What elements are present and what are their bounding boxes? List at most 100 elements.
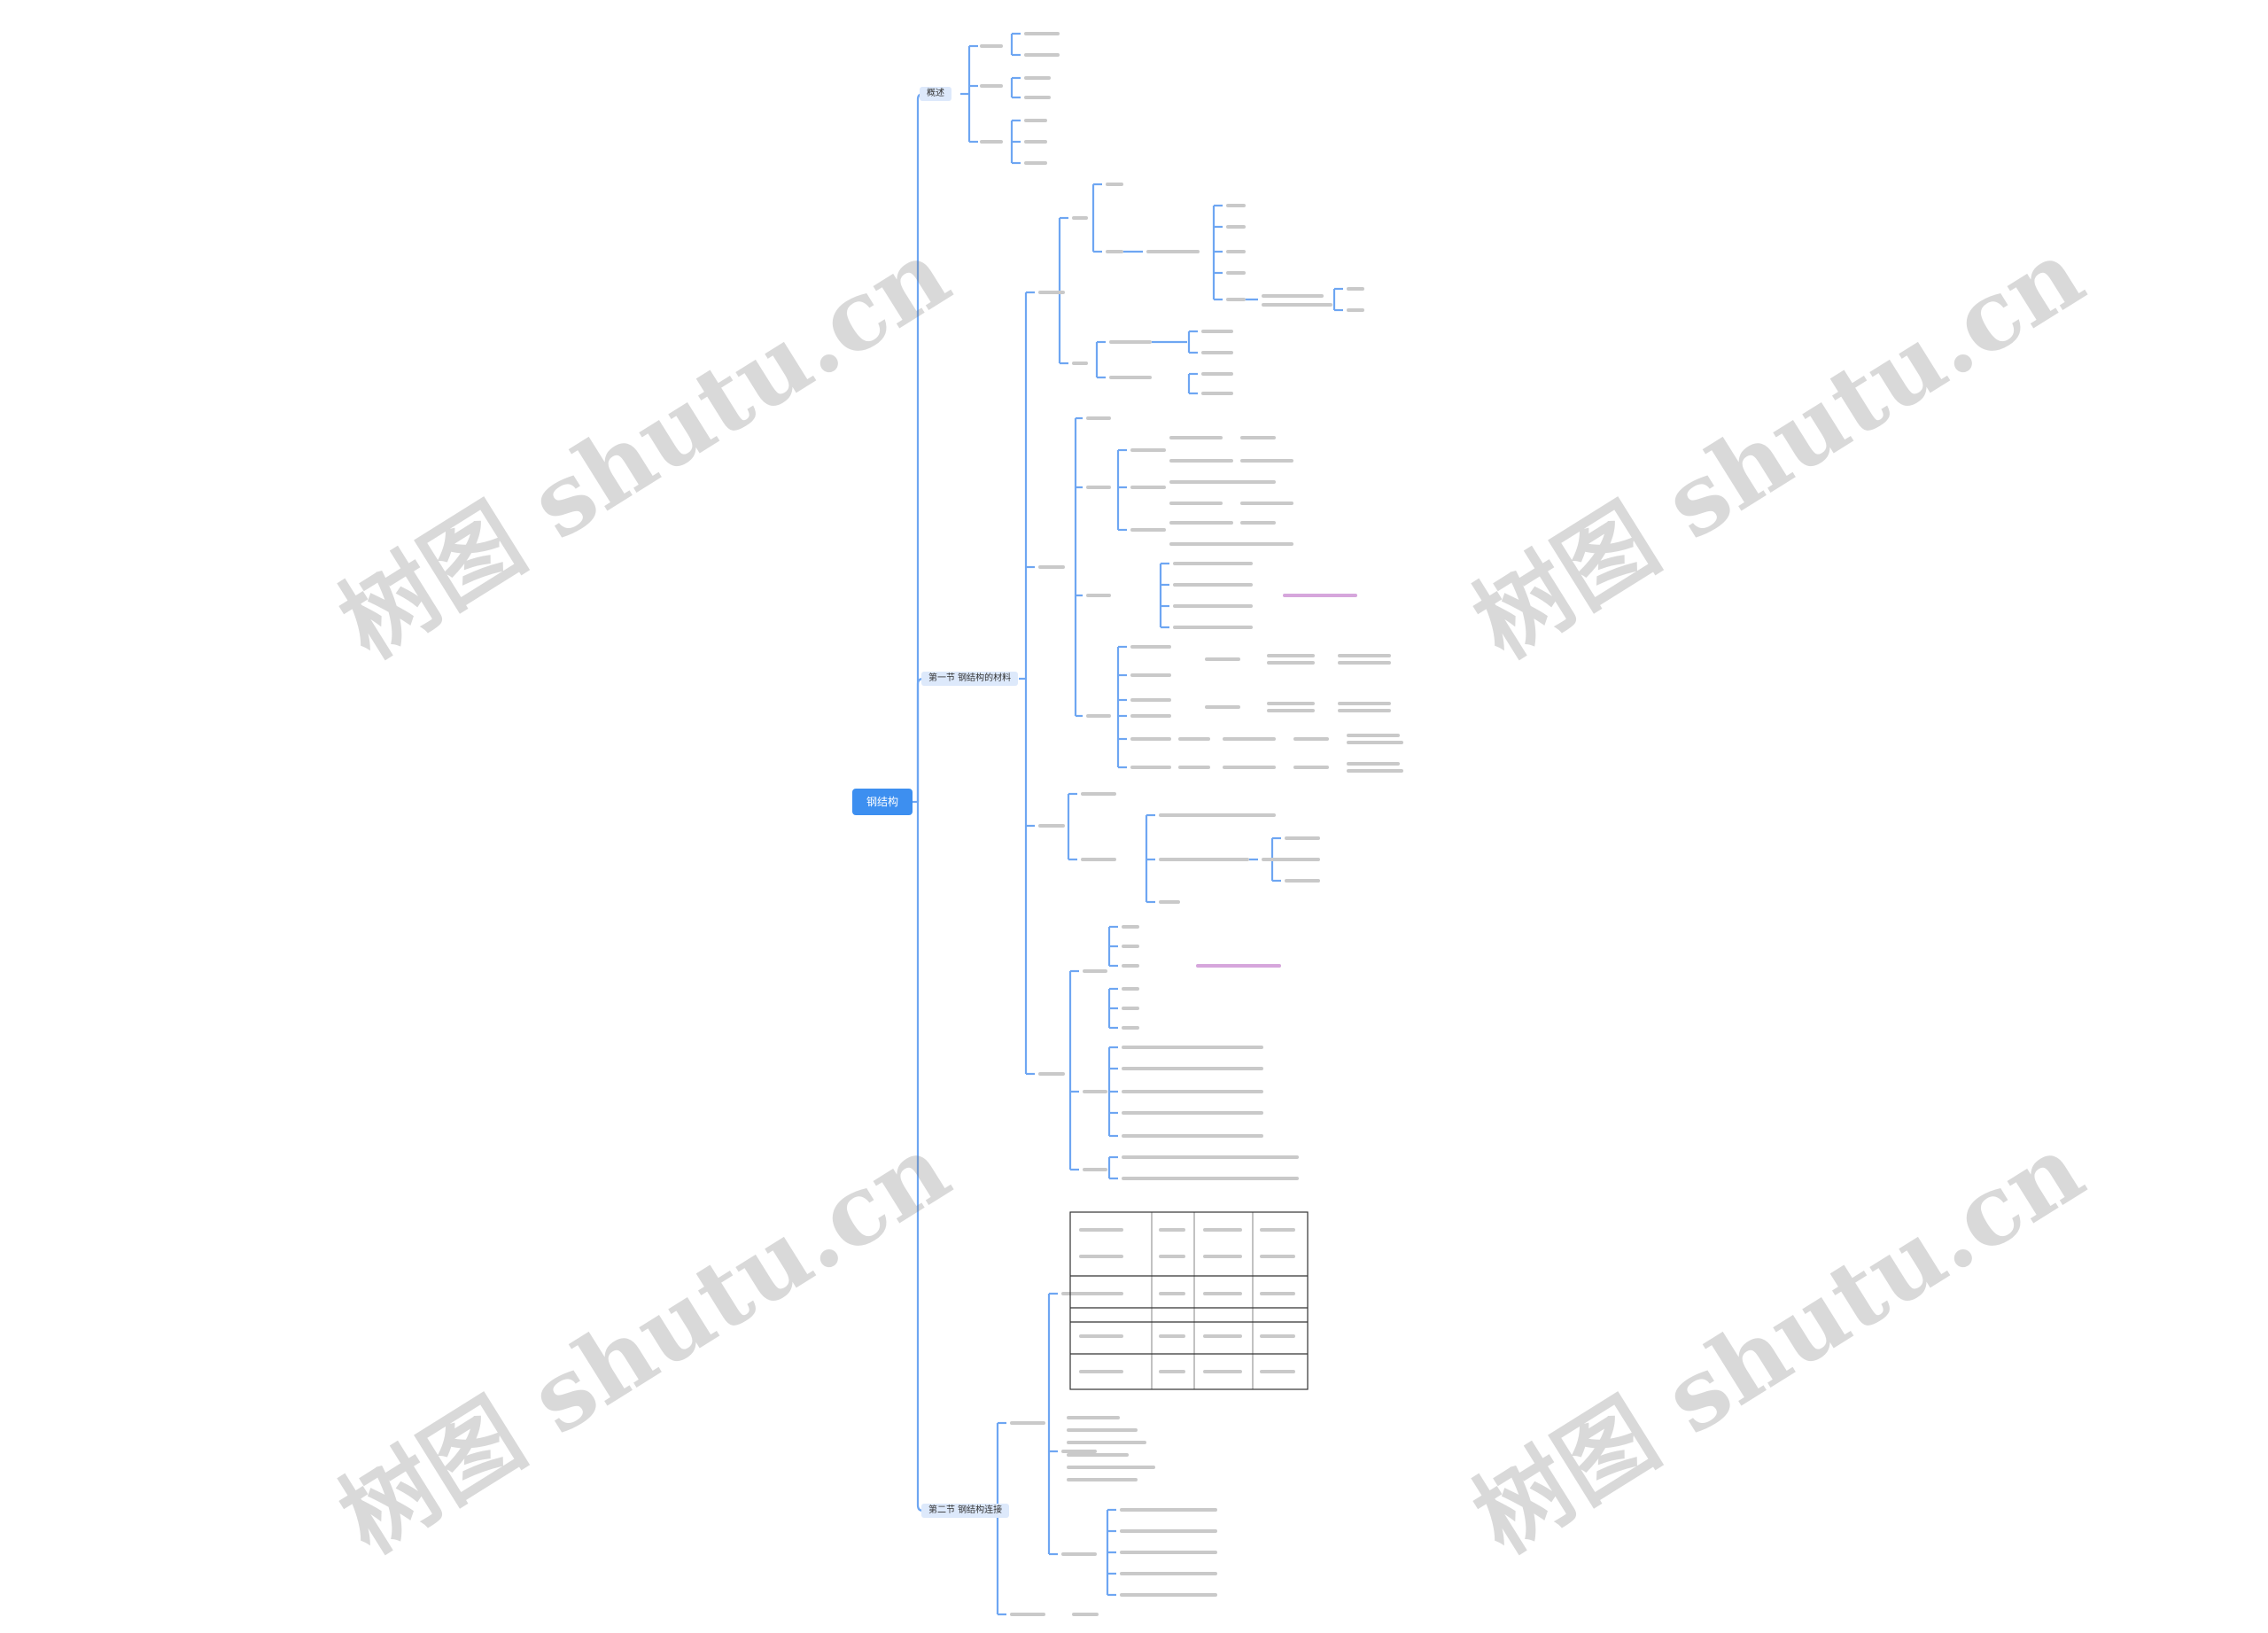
leaf-text-placeholder: [1024, 140, 1047, 144]
leaf-text-placeholder: [1173, 626, 1253, 629]
root-node[interactable]: 钢结构: [852, 789, 913, 815]
leaf-text-placeholder: [1067, 1478, 1138, 1481]
leaf-text-placeholder: [1130, 528, 1166, 532]
leaf-text-placeholder: [1159, 1370, 1185, 1373]
leaf-text-placeholder: [1338, 702, 1391, 705]
leaf-text-placeholder: [1260, 1228, 1295, 1232]
leaf-text-placeholder: [1122, 945, 1139, 948]
leaf-text-placeholder: [1072, 216, 1088, 220]
branch-node-connections[interactable]: 第二节 钢结构连接: [921, 1504, 1010, 1518]
leaf-text-placeholder: [1293, 737, 1329, 741]
leaf-text-placeholder: [1106, 250, 1123, 253]
leaf-text-placeholder: [1086, 594, 1111, 597]
leaf-text-placeholder: [1260, 1334, 1295, 1338]
leaf-text-placeholder: [1169, 813, 1276, 817]
leaf-text-placeholder: [1169, 459, 1233, 463]
leaf-text-placeholder: [1240, 542, 1293, 546]
leaf-text-placeholder: [1122, 1090, 1263, 1093]
leaf-text-placeholder: [1226, 225, 1246, 229]
leaf-text-placeholder: [1262, 858, 1292, 861]
leaf-text-placeholder: [1061, 1450, 1097, 1453]
leaf-text-placeholder: [1067, 1466, 1155, 1469]
leaf-text-placeholder: [1267, 709, 1315, 712]
leaf-text-placeholder: [1122, 1177, 1299, 1180]
leaf-text-placeholder: [1178, 737, 1210, 741]
leaf-text-placeholder: [1067, 1428, 1138, 1432]
leaf-text-placeholder: [1285, 858, 1320, 861]
leaf-text-placeholder: [1173, 604, 1253, 608]
leaf-text-placeholder: [1347, 741, 1403, 744]
leaf-text-placeholder: [1223, 766, 1276, 769]
branch-node-materials[interactable]: 第一节 钢结构的材料: [921, 672, 1019, 686]
leaf-text-placeholder: [1285, 879, 1320, 883]
leaf-text-placeholder: [1201, 330, 1233, 333]
leaf-text-placeholder: [1240, 502, 1293, 505]
leaf-text-placeholder: [1201, 351, 1233, 354]
leaf-text-placeholder: [1122, 925, 1139, 929]
leaf-text-placeholder: [1338, 661, 1391, 665]
leaf-text-placeholder: [1122, 1155, 1299, 1159]
leaf-text-placeholder: [1169, 480, 1244, 484]
leaf-text-placeholder: [1285, 836, 1320, 840]
leaf-text-placeholder: [1122, 964, 1139, 968]
leaf-text-placeholder: [1120, 1572, 1217, 1575]
leaf-text-placeholder: [1010, 1613, 1045, 1616]
leaf-text-placeholder: [1083, 1090, 1107, 1093]
leaf-text-placeholder: [1081, 792, 1116, 796]
leaf-text-placeholder: [1146, 250, 1200, 253]
leaf-text-placeholder: [1038, 291, 1065, 294]
leaf-text-placeholder: [980, 140, 1003, 144]
leaf-text-placeholder: [1109, 340, 1152, 344]
leaf-text-placeholder: [1072, 362, 1088, 365]
leaf-text-placeholder: [1109, 376, 1152, 379]
leaf-text-placeholder: [1338, 654, 1391, 657]
leaf-text-placeholder: [1201, 392, 1233, 395]
leaf-text-placeholder: [1010, 1421, 1045, 1425]
leaf-text-placeholder: [1203, 1334, 1242, 1338]
leaf-text-placeholder: [1122, 1134, 1263, 1138]
leaf-text-placeholder: [1347, 734, 1400, 737]
leaf-text-placeholder: [1130, 766, 1171, 769]
table-frame: [1069, 1211, 1309, 1390]
leaf-text-placeholder: [1106, 183, 1123, 186]
branch-node-overview[interactable]: 概述: [920, 87, 951, 101]
leaf-text-placeholder: [1196, 964, 1281, 968]
leaf-text-placeholder: [1083, 969, 1107, 973]
leaf-text-placeholder: [1130, 698, 1171, 702]
leaf-text-placeholder: [1226, 250, 1246, 253]
leaf-text-placeholder: [1024, 32, 1060, 35]
leaf-text-placeholder: [1067, 1453, 1129, 1457]
leaf-text-placeholder: [1226, 271, 1246, 275]
leaf-text-placeholder: [1267, 661, 1315, 665]
leaf-text-placeholder: [1347, 762, 1400, 766]
leaf-text-placeholder: [1159, 1292, 1185, 1295]
leaf-text-placeholder: [1038, 565, 1065, 569]
leaf-text-placeholder: [1079, 1292, 1123, 1295]
leaf-text-placeholder: [1072, 1613, 1099, 1616]
leaf-text-placeholder: [1130, 448, 1166, 452]
leaf-text-placeholder: [1203, 1255, 1242, 1258]
leaf-text-placeholder: [1293, 766, 1329, 769]
leaf-text-placeholder: [1260, 1292, 1295, 1295]
leaf-text-placeholder: [1267, 654, 1315, 657]
leaf-text-placeholder: [1122, 1067, 1263, 1070]
leaf-text-placeholder: [1120, 1529, 1217, 1533]
leaf-text-placeholder: [1347, 287, 1364, 291]
leaf-text-placeholder: [980, 84, 1003, 88]
leaf-text-placeholder: [1130, 714, 1171, 718]
leaf-text-placeholder: [1169, 858, 1249, 861]
leaf-text-placeholder: [1169, 502, 1223, 505]
leaf-text-placeholder: [1203, 1228, 1242, 1232]
leaf-text-placeholder: [1130, 486, 1166, 489]
leaf-text-placeholder: [1122, 1111, 1263, 1115]
leaf-text-placeholder: [1226, 204, 1246, 207]
leaf-text-placeholder: [1067, 1441, 1146, 1444]
leaf-text-placeholder: [1079, 1370, 1123, 1373]
leaf-text-placeholder: [1024, 96, 1051, 99]
leaf-text-placeholder: [1024, 119, 1047, 122]
leaf-text-placeholder: [1178, 766, 1210, 769]
leaf-text-placeholder: [1169, 436, 1223, 439]
leaf-text-placeholder: [1122, 1046, 1263, 1049]
leaf-text-placeholder: [1283, 594, 1357, 597]
leaf-text-placeholder: [1120, 1551, 1217, 1554]
